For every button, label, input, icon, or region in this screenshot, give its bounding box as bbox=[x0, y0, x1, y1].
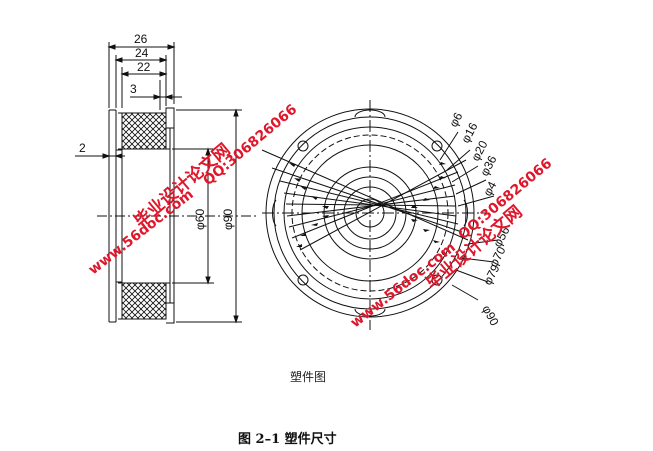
dim-24: 24 bbox=[135, 46, 149, 60]
watermark-name-1: 毕业设计论文网 bbox=[130, 139, 235, 232]
dim-phi60: φ60 bbox=[193, 209, 207, 230]
dim-phi90: φ90 bbox=[221, 209, 235, 230]
dim-phi90-front: φ90 bbox=[479, 303, 501, 329]
watermark-right: www.56doc.com 毕业设计论文网 QQ:306826066 bbox=[348, 156, 556, 332]
dim-22: 22 bbox=[137, 60, 151, 74]
dim-phi6: φ6 bbox=[446, 110, 465, 130]
dim-2: 2 bbox=[79, 141, 86, 155]
dim-3: 3 bbox=[130, 82, 137, 96]
watermark-left: www.56doc.com 毕业设计论文网 QQ:306826066 bbox=[86, 102, 301, 279]
dim-26: 26 bbox=[134, 32, 148, 46]
dim-phi4: φ4 bbox=[480, 179, 499, 199]
hatched-section-top bbox=[121, 112, 167, 150]
hatched-section-bottom bbox=[121, 282, 167, 320]
section-view bbox=[75, 42, 258, 324]
figure-caption: 图 2–1 塑件尺寸 bbox=[238, 432, 337, 447]
part-drawing-label: 塑件图 bbox=[290, 370, 327, 384]
front-view bbox=[261, 100, 499, 330]
